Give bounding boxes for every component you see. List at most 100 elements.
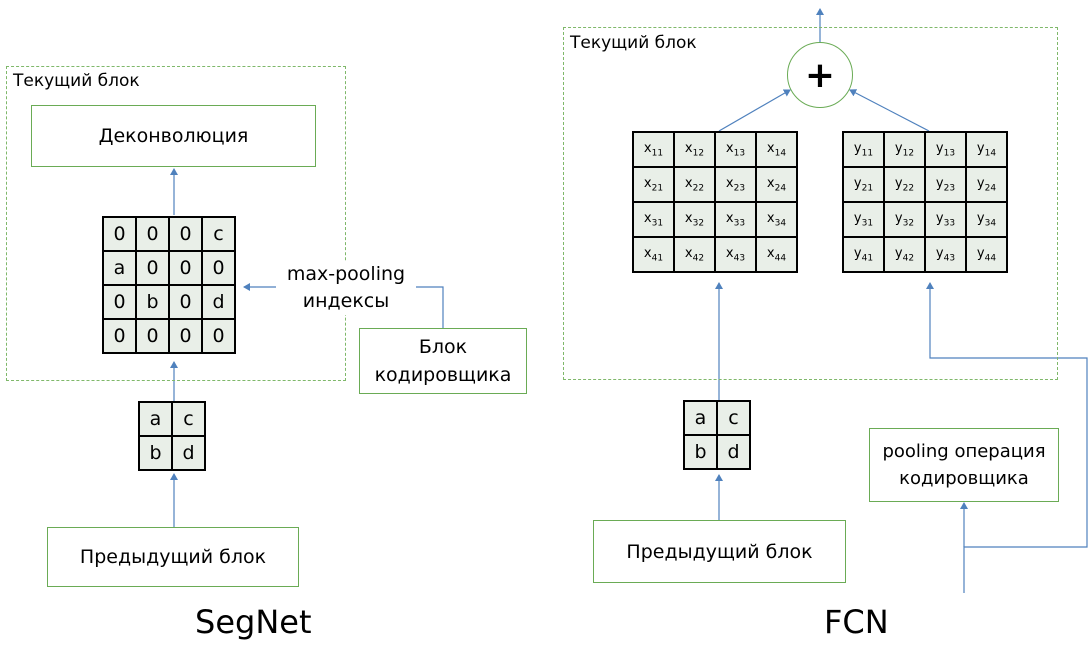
matrix-cell: y33 (924, 201, 967, 238)
fcn-block-title: Текущий блок (570, 33, 697, 53)
matrix-cell: d (201, 284, 236, 320)
cell-subscript: 12 (692, 148, 705, 159)
cell-letter: x (725, 140, 734, 156)
cell-letter: x (684, 210, 693, 226)
deconvolution-box: Деконволюция (31, 105, 316, 167)
cell-subscript: 14 (774, 148, 787, 159)
matrix-cell: 0 (135, 318, 170, 354)
fcn-current-block-frame (563, 27, 1058, 380)
matrix-cell: 0 (168, 284, 203, 320)
matrix-cell: c (716, 400, 751, 436)
cell-subscript: 23 (943, 183, 956, 194)
cell-letter: x (643, 140, 652, 156)
matrix-cell: y32 (883, 201, 926, 238)
matrix-cell: x33 (714, 201, 757, 238)
cell-letter: x (766, 245, 775, 261)
matrix-cell: 0 (201, 250, 236, 286)
cell-subscript: 21 (861, 183, 874, 194)
cell-subscript: 22 (692, 183, 705, 194)
cell-letter: y (853, 140, 862, 156)
matrix-cell: y31 (842, 201, 885, 238)
cell-subscript: 21 (651, 183, 664, 194)
matrix-cell: x21 (632, 166, 675, 203)
matrix-cell: 0 (102, 318, 137, 354)
matrix-cell: 0 (135, 250, 170, 286)
cell-subscript: 13 (733, 148, 746, 159)
matrix-cell: x32 (673, 201, 716, 238)
encoder-pooling-box: pooling операция кодировщика (869, 428, 1059, 502)
cell-letter: x (766, 140, 775, 156)
cell-letter: x (725, 175, 734, 191)
cell-subscript: 43 (943, 253, 956, 264)
max-pooling-indices-label: max-pooling индексы (276, 261, 416, 315)
matrix-cell: 0 (201, 318, 236, 354)
matrix-cell: x23 (714, 166, 757, 203)
matrix-cell: x34 (755, 201, 798, 238)
matrix-cell: y12 (883, 131, 926, 168)
cell-letter: y (976, 210, 985, 226)
cell-letter: x (684, 175, 693, 191)
matrix-cell: y24 (965, 166, 1008, 203)
cell-letter: y (976, 140, 985, 156)
matrix-cell: y13 (924, 131, 967, 168)
cell-subscript: 41 (861, 253, 874, 264)
matrix-cell: a (102, 250, 137, 286)
cell-subscript: 14 (984, 148, 997, 159)
cell-letter: x (643, 245, 652, 261)
cell-letter: x (684, 245, 693, 261)
matrix-cell: c (201, 216, 236, 252)
matrix-cell: y23 (924, 166, 967, 203)
cell-letter: x (643, 210, 652, 226)
segnet-caption: SegNet (195, 603, 312, 641)
matrix-cell: b (135, 284, 170, 320)
matrix-cell: 0 (102, 216, 137, 252)
cell-letter: x (725, 245, 734, 261)
cell-subscript: 34 (774, 218, 787, 229)
cell-subscript: 22 (902, 183, 915, 194)
matrix-cell: y14 (965, 131, 1008, 168)
matrix-cell: x11 (632, 131, 675, 168)
cell-letter: x (643, 175, 652, 191)
cell-subscript: 31 (861, 218, 874, 229)
cell-subscript: 12 (902, 148, 915, 159)
cell-subscript: 44 (984, 253, 997, 264)
matrix-cell: x43 (714, 236, 757, 273)
cell-subscript: 31 (651, 218, 664, 229)
cell-subscript: 32 (902, 218, 915, 229)
matrix-cell: y42 (883, 236, 926, 273)
matrix-cell: y44 (965, 236, 1008, 273)
cell-letter: y (894, 245, 903, 261)
matrix-cell: x41 (632, 236, 675, 273)
cell-subscript: 42 (692, 253, 705, 264)
matrix-cell: x13 (714, 131, 757, 168)
matrix-cell: x31 (632, 201, 675, 238)
cell-subscript: 34 (984, 218, 997, 229)
matrix-cell: b (683, 434, 718, 470)
fcn-previous-block-box: Предыдущий блок (593, 520, 846, 583)
cell-letter: x (725, 210, 734, 226)
cell-subscript: 11 (651, 148, 664, 159)
matrix-cell: x12 (673, 131, 716, 168)
cell-letter: y (894, 140, 903, 156)
cell-subscript: 33 (943, 218, 956, 229)
matrix-cell: y43 (924, 236, 967, 273)
matrix-cell: x14 (755, 131, 798, 168)
cell-subscript: 33 (733, 218, 746, 229)
matrix-cell: a (138, 401, 173, 437)
cell-subscript: 44 (774, 253, 787, 264)
segnet-current-block-frame (6, 66, 346, 381)
matrix-cell: x44 (755, 236, 798, 273)
cell-letter: y (976, 245, 985, 261)
